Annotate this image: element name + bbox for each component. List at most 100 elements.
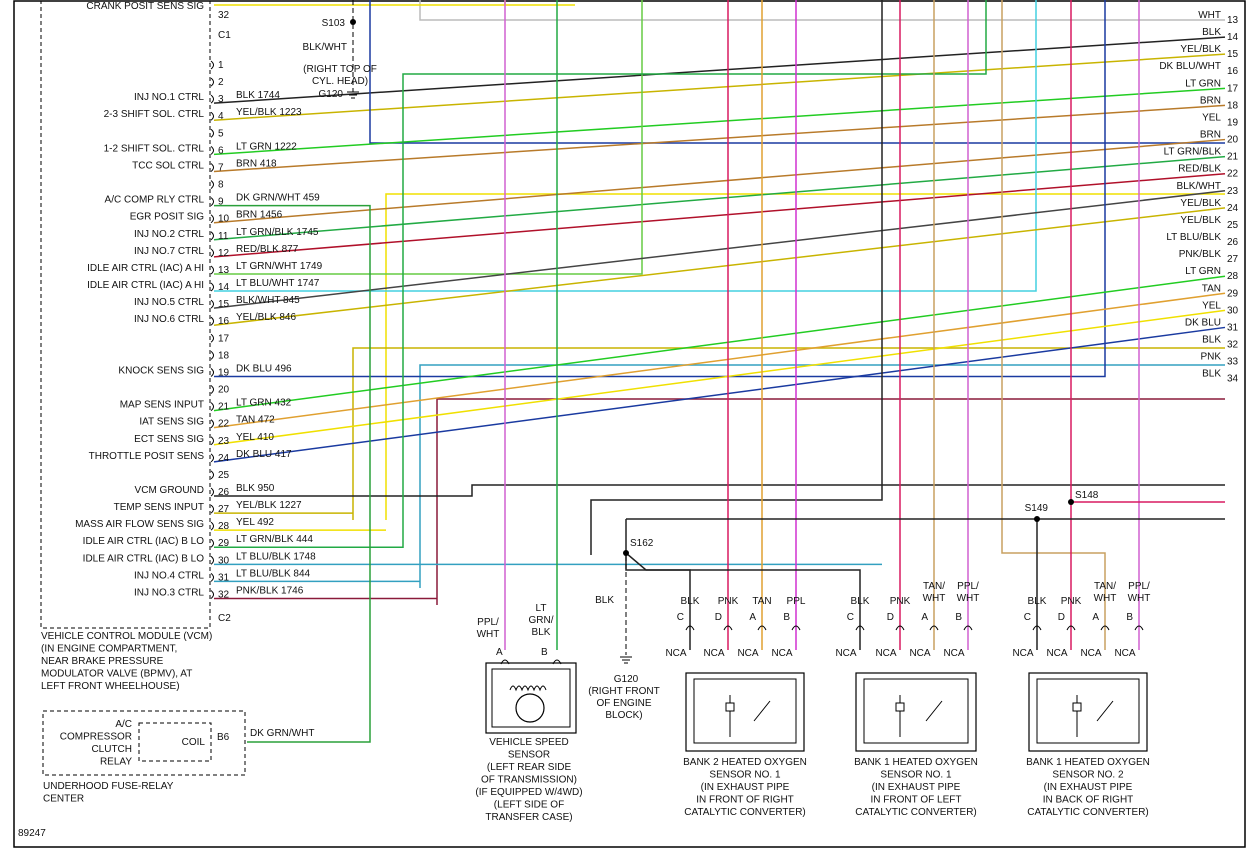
vcm-pin-number: 27 — [218, 504, 230, 515]
vcm-pin-function: INJ NO.6 CTRL — [134, 314, 204, 325]
vcm-pin-wire: BLK/WHT 845 — [236, 295, 300, 306]
vcm-pin-function: KNOCK SENS SIG — [118, 365, 204, 376]
o2-nca-label: NCA — [771, 648, 792, 659]
o2-plug — [1134, 625, 1144, 631]
right-wire-number: 13 — [1227, 15, 1239, 26]
o2-pin-letter: C — [1024, 612, 1031, 623]
vcm-pin-number: 24 — [218, 453, 230, 464]
o2-wire-label: WHT — [957, 593, 980, 604]
wire-knock — [214, 0, 1106, 378]
right-wire-number: 14 — [1227, 32, 1239, 43]
relay-name: CLUTCH — [91, 744, 132, 755]
vcm-pin-bracket — [210, 333, 214, 343]
vcm-pin-number: 7 — [218, 162, 224, 173]
o2-wire-label: PNK — [1061, 596, 1082, 607]
right-wire-label: YEL/BLK — [1180, 44, 1221, 55]
right-wire-number: 15 — [1227, 49, 1239, 60]
vcm-pin-number: 17 — [218, 333, 230, 344]
right-wire-label: BLK — [1202, 335, 1221, 346]
wire-iat — [213, 292, 1226, 429]
vcm-pin-wire: LT GRN/BLK 1745 — [236, 227, 319, 238]
right-wire-number: 31 — [1227, 322, 1239, 333]
right-wire-number: 18 — [1227, 100, 1239, 111]
vcm-pin-number: 3 — [218, 94, 224, 105]
right-wire-label: YEL — [1202, 112, 1221, 123]
vss-caption: SENSOR — [508, 750, 550, 761]
right-wire-number: 20 — [1227, 135, 1239, 146]
g120-wire-label: BLK — [595, 595, 614, 606]
right-wire-number: 33 — [1227, 357, 1239, 368]
vcm-pin-function: INJ NO.1 CTRL — [134, 92, 204, 103]
vcm-pin-number: 12 — [218, 248, 230, 259]
vcm-pin-number: 23 — [218, 436, 230, 447]
s103-ground-label: G120 — [319, 89, 344, 100]
right-wire-number: 30 — [1227, 305, 1239, 316]
vcm-pin-number: 25 — [218, 470, 230, 481]
wire-inj6 — [213, 207, 1226, 326]
vcm-pin-function: IAT SENS SIG — [139, 417, 204, 428]
vcm-pin-wire: PNK/BLK 1746 — [236, 585, 304, 596]
relay-pin: B6 — [217, 732, 230, 743]
o2-pin-letter: A — [1092, 612, 1099, 623]
vcm-pin-function: INJ NO.2 CTRL — [134, 229, 204, 240]
vcm-pin-wire: BRN 418 — [236, 158, 277, 169]
vcm-pin-number: 4 — [218, 111, 224, 122]
relay-wire-label: DK GRN/WHT — [250, 728, 314, 739]
s148-dot — [1068, 499, 1074, 505]
right-wire-label: PNK — [1200, 352, 1221, 363]
o2-caption: (IN EXHAUST PIPE — [701, 782, 790, 793]
s149-dot — [1034, 516, 1040, 522]
o2-pin-letter: D — [715, 612, 722, 623]
vcm-pin-number: 21 — [218, 402, 230, 413]
o2-caption: SENSOR NO. 1 — [880, 770, 952, 781]
o2-nca-label: NCA — [909, 648, 930, 659]
wire-iac-a-hi-13 — [214, 0, 643, 275]
vcm-pin-bracket — [210, 299, 214, 309]
vcm-pin-bracket — [210, 316, 214, 326]
o2-sensor-symbol — [753, 700, 771, 722]
vcm-pin-function: TCC SOL CTRL — [132, 160, 204, 171]
vcm-pin-number: 13 — [218, 265, 230, 276]
vcm-pin-bracket — [210, 419, 214, 429]
right-wire-number: 25 — [1227, 220, 1239, 231]
o2-heater-element — [725, 702, 735, 712]
vcm-pin-function: IDLE AIR CTRL (IAC) B LO — [83, 553, 205, 564]
right-wire-number: 22 — [1227, 169, 1239, 180]
vss-coil — [509, 685, 547, 692]
relay-caption: UNDERHOOD FUSE-RELAY — [43, 781, 174, 792]
o2-wire-label: WHT — [923, 593, 946, 604]
vcm-pin-number: 29 — [218, 538, 230, 549]
o2-caption: BANK 1 HEATED OXYGEN — [1026, 757, 1150, 768]
vcm-pin-bracket — [210, 504, 214, 514]
wire-vcm-ground-branch — [590, 0, 883, 555]
right-wire-label: DK BLU/WHT — [1159, 61, 1221, 72]
o2-wire-label: PNK — [890, 596, 911, 607]
vss-pin-a: A — [496, 647, 503, 658]
o2-plug — [963, 625, 973, 631]
vss-caption: (IF EQUIPPED W/4WD) — [475, 787, 582, 798]
o2-pin-letter: A — [749, 612, 756, 623]
right-wire-number: 32 — [1227, 340, 1239, 351]
relay-center-box — [42, 710, 246, 776]
vss-caption: (LEFT SIDE OF — [494, 800, 564, 811]
vcm-pin-wire: DK BLU 496 — [236, 363, 292, 374]
connector-c1-label: C1 — [218, 30, 231, 41]
o2-nca-label: NCA — [1114, 648, 1135, 659]
vcm-caption-line: LEFT FRONT WHEELHOUSE) — [41, 681, 180, 692]
vcm-pin-bracket — [210, 214, 214, 224]
o2-nca-label: NCA — [737, 648, 758, 659]
vcm-pin-number: 8 — [218, 180, 224, 191]
wire-iac-b-lo-29 — [214, 0, 987, 548]
vcm-pin-bracket — [210, 77, 214, 87]
o2-wire-label: PPL — [787, 596, 806, 607]
o2-pin-letter: C — [677, 612, 684, 623]
o2-wire-label: BLK — [1028, 596, 1047, 607]
wire-inj2 — [213, 155, 1226, 241]
vcm-pin-function: INJ NO.5 CTRL — [134, 297, 204, 308]
o2-sensor-symbol — [925, 700, 943, 722]
o2-pin-letter: D — [1058, 612, 1065, 623]
s103-wire-label: BLK/WHT — [303, 42, 347, 53]
o2-pin-letter: B — [783, 612, 790, 623]
vcm-pin-function: EGR POSIT SIG — [130, 212, 204, 223]
